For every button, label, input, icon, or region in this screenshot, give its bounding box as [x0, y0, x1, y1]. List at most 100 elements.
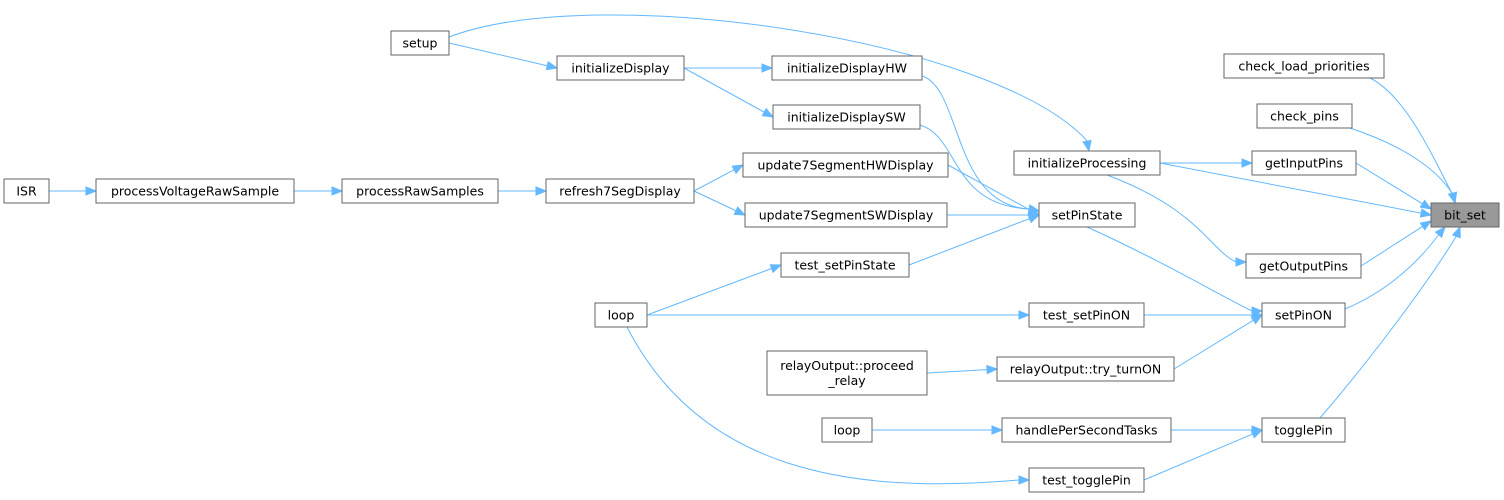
edge-arrowhead: [545, 61, 559, 71]
edge-line: [1355, 162, 1423, 205]
node-test_setPinON[interactable]: test_setPinON: [1028, 302, 1145, 328]
arrowhead: [1250, 314, 1264, 325]
arrowhead: [1250, 429, 1264, 439]
node-box: [1430, 202, 1500, 228]
edge-line: [683, 67, 765, 113]
edge-line: [947, 164, 1031, 211]
node-check_load_priorities[interactable]: check_load_priorities: [1223, 53, 1385, 79]
arrowhead: [986, 364, 999, 375]
node-initializeDisplaySW[interactable]: initializeDisplaySW: [772, 104, 921, 130]
arrowhead: [991, 425, 1004, 435]
node-initializeDisplayHW[interactable]: initializeDisplayHW: [771, 55, 923, 81]
arrowhead: [1419, 220, 1433, 231]
node-update7SegmentSWDisplay[interactable]: update7SegmentSWDisplay: [744, 202, 948, 228]
node-ISR[interactable]: ISR: [3, 178, 50, 204]
edge-line: [693, 169, 735, 192]
node-processRawSamples[interactable]: processRawSamples: [341, 178, 499, 204]
edge-line: [1086, 226, 1253, 312]
node-togglePin[interactable]: togglePin: [1261, 417, 1346, 443]
node-getOutputPins[interactable]: getOutputPins: [1245, 253, 1362, 279]
node-box: [1038, 202, 1136, 228]
edge-initializeProcessing-to-getOutputPins: [1106, 174, 1237, 263]
arrowhead: [535, 186, 548, 196]
edge-loop1-to-test_setPinState: [646, 268, 772, 316]
node-check_pins[interactable]: check_pins: [1256, 103, 1353, 129]
node-relayProceed[interactable]: relayOutput::proceed_relay: [766, 350, 928, 396]
edge-initializeDisplayHW-to-setPinState: [921, 75, 1030, 210]
node-label: initializeDisplaySW: [787, 110, 905, 125]
arrowhead: [1235, 257, 1248, 267]
edge-getInputPins-to-bit_set: [1355, 162, 1423, 205]
edge-initializeProcessing-to-bit_set: [1159, 162, 1422, 214]
node-box: [556, 55, 685, 81]
edge-relayProceed-to-relayTryTurnOn: [926, 369, 988, 374]
edge-arrowhead: [1419, 208, 1433, 218]
arrowhead: [1419, 208, 1433, 218]
arrowhead: [1434, 225, 1446, 239]
edge-arrowhead: [1018, 475, 1031, 485]
node-label: processVoltageRawSample: [111, 184, 279, 199]
node-box: [1261, 302, 1346, 328]
node-loop2[interactable]: loop: [821, 417, 873, 443]
node-processVoltageRawSample[interactable]: processVoltageRawSample: [95, 178, 295, 204]
edge-initializeDisplaySW-to-setPinState: [919, 124, 1030, 210]
node-box: [390, 30, 450, 56]
edge-line: [1344, 232, 1441, 310]
node-bit_set[interactable]: bit_set: [1430, 202, 1500, 228]
edge-loop1-to-test_togglePin: [626, 326, 1020, 485]
node-box: [766, 350, 928, 396]
edge-arrowhead: [1235, 257, 1248, 267]
node-setPinState[interactable]: setPinState: [1038, 202, 1136, 228]
edge-arrowhead: [1447, 191, 1458, 205]
node-box: [3, 178, 50, 204]
node-box: [1001, 417, 1172, 443]
edge-arrowhead: [1250, 429, 1264, 439]
arrowhead: [769, 264, 783, 274]
node-label: update7SegmentSWDisplay: [759, 208, 934, 223]
edge-line: [926, 369, 988, 374]
edge-refresh7SegDisplay-to-update7SegmentHWDisplay: [693, 169, 735, 192]
arrowhead: [731, 164, 745, 175]
node-refresh7SegDisplay[interactable]: refresh7SegDisplay: [545, 178, 695, 204]
edge-initializeDisplay-to-initializeDisplaySW: [683, 67, 765, 113]
edge-line: [646, 268, 772, 316]
edge-line: [448, 14, 1090, 144]
node-update7SegmentHWDisplay[interactable]: update7SegmentHWDisplay: [742, 152, 949, 178]
edge-arrowhead: [1434, 225, 1446, 239]
arrowhead: [1419, 199, 1433, 210]
edge-setPinON-to-bit_set: [1344, 232, 1441, 310]
edge-setup-to-initializeProcessing: [448, 14, 1090, 144]
edge-arrowhead: [991, 425, 1004, 435]
node-setup[interactable]: setup: [390, 30, 450, 56]
node-test_togglePin[interactable]: test_togglePin: [1028, 467, 1145, 493]
edge-arrowhead: [85, 186, 98, 196]
arrowhead: [1018, 310, 1031, 320]
call-graph-nodes: ISR processVoltageRawSample processRawSamp…: [3, 30, 1500, 493]
node-label: initializeDisplayHW: [787, 61, 907, 76]
node-handlePerSecondTasks[interactable]: handlePerSecondTasks: [1001, 417, 1172, 443]
node-label: initializeProcessing: [1028, 156, 1147, 171]
arrowhead: [331, 186, 344, 196]
edge-line: [1173, 319, 1254, 370]
edge-setup-to-initializeDisplay: [448, 42, 548, 67]
node-loop1[interactable]: loop: [594, 302, 648, 328]
edge-line: [919, 124, 1030, 210]
edge-arrowhead: [761, 107, 775, 118]
node-getInputPins[interactable]: getInputPins: [1251, 150, 1357, 176]
edge-line: [908, 218, 1030, 266]
edge-line: [1106, 174, 1237, 263]
node-test_setPinState[interactable]: test_setPinState: [780, 252, 910, 278]
node-label: _relay: [827, 373, 866, 388]
node-label: relayOutput::proceed: [780, 358, 914, 373]
node-box: [1256, 103, 1353, 129]
node-relayTryTurnOn[interactable]: relayOutput::try_turnON: [996, 356, 1175, 382]
node-initializeDisplay[interactable]: initializeDisplay: [556, 55, 685, 81]
node-box: [1251, 150, 1357, 176]
node-initializeProcessing[interactable]: initializeProcessing: [1013, 150, 1161, 176]
node-label: processRawSamples: [356, 184, 484, 199]
node-box: [996, 356, 1175, 382]
node-label: loop: [608, 308, 635, 323]
node-setPinON[interactable]: setPinON: [1261, 302, 1346, 328]
edge-line: [1349, 127, 1454, 196]
